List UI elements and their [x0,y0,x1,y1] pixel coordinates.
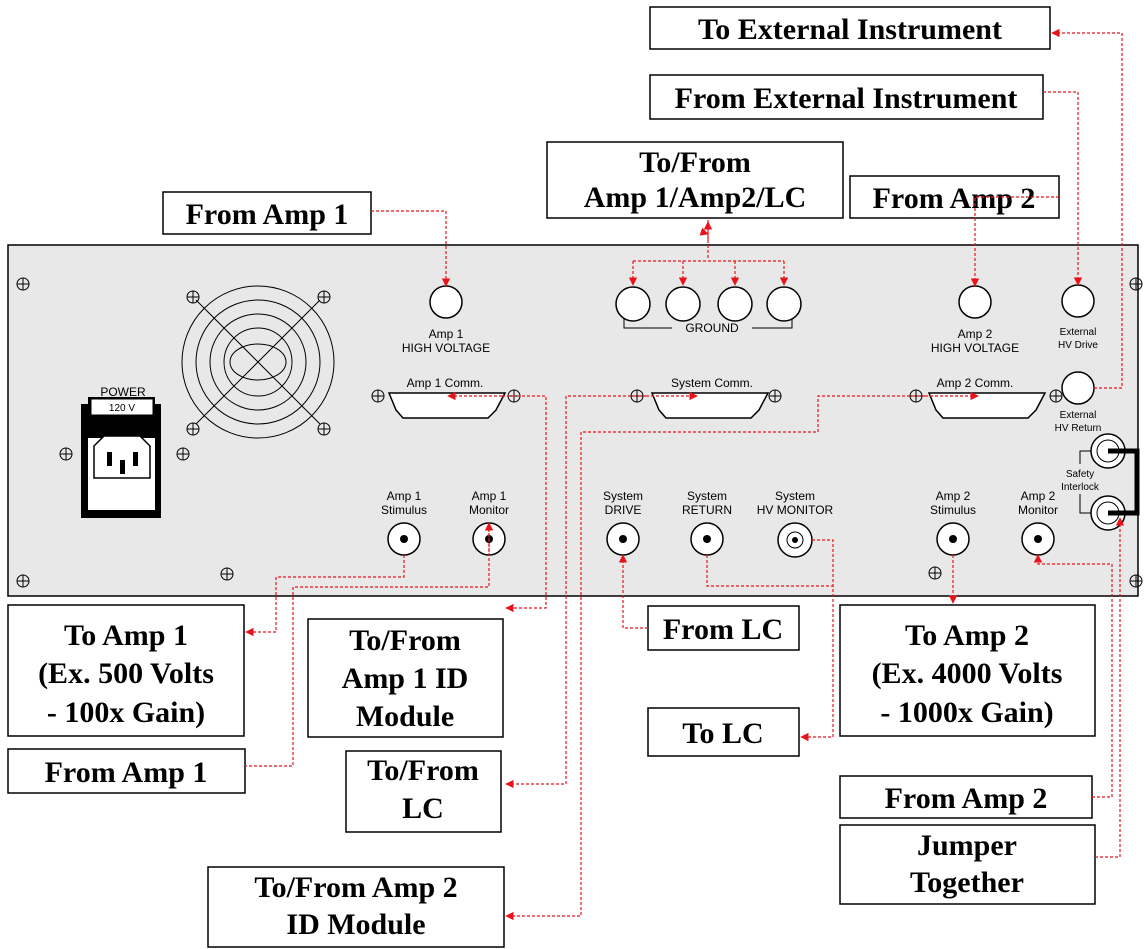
svg-text:ID Module: ID Module [286,908,425,941]
callout-to-amp2: To Amp 2 (Ex. 4000 Volts - 1000x Gain) [839,604,1096,737]
screw-icon [1129,277,1143,291]
ext-hv-drive-label-2: HV Drive [1058,340,1098,351]
bnc-connectors[interactable] [387,522,1055,558]
screw-icon [1129,574,1143,588]
callout-from-lc: From LC [647,605,800,651]
system-comm-label: System Comm. [671,376,753,390]
svg-text:Module: Module [356,700,454,733]
amp1-stimulus-label-1: Amp 1 [387,489,422,503]
svg-text:To Amp 1: To Amp 1 [64,619,188,652]
svg-text:LC: LC [402,792,444,825]
screw-icon [176,447,190,461]
safety-interlock[interactable] [1079,433,1140,531]
system-drive-label-1: System [603,489,643,503]
fan-grille-icon [181,285,335,439]
amp1-stimulus-label-2: Stimulus [381,503,427,517]
amp2-stimulus-connector [936,522,970,556]
svg-text:To LC: To LC [682,717,763,750]
callout-from-external-instrument: From External Instrument [649,74,1044,120]
amp1-comm-label: Amp 1 Comm. [407,376,484,390]
screw-icon [16,277,30,291]
svg-text:To/From: To/From [367,754,479,787]
callout-to-from-amp1-id: To/From Amp 1 ID Module [307,618,504,738]
amp2-monitor-label-2: Monitor [1018,503,1058,517]
svg-text:Together: Together [910,866,1024,899]
amp1-hv-connector[interactable] [429,285,463,319]
ground-connectors[interactable] [615,286,802,329]
svg-text:To/From: To/From [639,146,751,179]
callout-from-amp2-top: From Amp 2 [849,175,1060,219]
amp2-monitor-connector [1021,522,1055,556]
mounting-screws [16,277,1143,588]
amp2-hv-label-1: Amp 2 [958,327,993,341]
svg-text:From Amp 1: From Amp 1 [186,198,349,231]
system-hv-monitor-label-1: System [775,489,815,503]
system-hv-monitor-connector [777,522,813,558]
power-inlet[interactable]: 120 V [81,397,161,518]
callout-to-from-lc: To/From LC [345,750,502,833]
amp1-monitor-label-1: Amp 1 [472,489,507,503]
connection-wires [245,28,1125,921]
amp1-hv-label-1: Amp 1 [429,327,464,341]
screw-icon [928,566,942,580]
screw-icon [59,447,73,461]
svg-text:To/From: To/From [349,624,461,657]
callout-from-amp1-top: From Amp 1 [162,191,372,235]
callout-to-lc: To LC [647,707,800,757]
svg-text:To Amp 2: To Amp 2 [905,619,1029,652]
callout-from-amp1-bottom: From Amp 1 [7,748,246,794]
svg-text:From Amp 2: From Amp 2 [885,782,1048,815]
screw-icon [220,567,234,581]
amp2-monitor-label-1: Amp 2 [1021,489,1056,503]
svg-text:To External Instrument: To External Instrument [698,13,1002,46]
system-return-connector [690,522,724,556]
system-return-label-1: System [687,489,727,503]
ext-hv-return-connector[interactable] [1061,371,1095,405]
amp2-comm-port[interactable] [909,389,1063,419]
system-return-label-2: RETURN [682,503,732,517]
ext-hv-return-label-2: HV Return [1055,423,1102,434]
svg-text:- 1000x Gain): - 1000x Gain) [880,696,1053,729]
amp2-comm-label: Amp 2 Comm. [937,376,1014,390]
amp1-monitor-label-2: Monitor [469,503,509,517]
svg-text:From Amp 2: From Amp 2 [873,182,1036,215]
safety-interlock-label-2: Interlock [1061,482,1100,493]
screw-icon [16,574,30,588]
system-hv-monitor-label-2: HV MONITOR [757,503,834,517]
callout-to-amp1: To Amp 1 (Ex. 500 Volts - 100x Gain) [7,604,245,737]
system-comm-port[interactable] [630,389,782,419]
callout-to-from-amp-lc: To/From Amp 1/Amp2/LC [546,141,844,219]
voltage-label: 120 V [109,403,135,414]
amp1-hv-label-2: HIGH VOLTAGE [402,341,490,355]
system-drive-connector [606,522,640,556]
ext-hv-drive-label-1: External [1060,327,1097,338]
svg-text:From Amp 1: From Amp 1 [45,756,208,789]
svg-text:From External Instrument: From External Instrument [675,82,1018,115]
amp2-hv-label-2: HIGH VOLTAGE [931,341,1019,355]
callout-jumper-together: Jumper Together [839,824,1096,905]
amp2-stimulus-label-2: Stimulus [930,503,976,517]
amp2-hv-connector[interactable] [958,285,992,319]
ext-hv-return-label-1: External [1060,410,1097,421]
safety-interlock-label-1: Safety [1066,469,1094,480]
system-drive-label-2: DRIVE [605,503,642,517]
svg-text:To/From Amp 2: To/From Amp 2 [254,871,457,904]
svg-text:- 100x Gain): - 100x Gain) [47,696,205,729]
ground-label: GROUND [685,321,739,335]
svg-text:(Ex. 4000 Volts: (Ex. 4000 Volts [872,657,1063,690]
amp1-stimulus-connector [387,522,421,556]
svg-text:(Ex. 500 Volts: (Ex. 500 Volts [38,657,214,690]
callout-to-external-instrument: To External Instrument [649,6,1051,50]
svg-text:Jumper: Jumper [917,829,1017,862]
svg-text:Amp 1/Amp2/LC: Amp 1/Amp2/LC [584,181,807,214]
svg-text:Amp 1 ID: Amp 1 ID [342,662,469,695]
amp2-stimulus-label-1: Amp 2 [936,489,971,503]
callout-to-from-amp2-id: To/From Amp 2 ID Module [207,866,505,948]
callout-from-amp2-bottom: From Amp 2 [839,775,1093,819]
ext-hv-drive-connector[interactable] [1061,284,1095,318]
svg-text:From LC: From LC [663,613,783,646]
power-label: POWER [100,385,146,399]
